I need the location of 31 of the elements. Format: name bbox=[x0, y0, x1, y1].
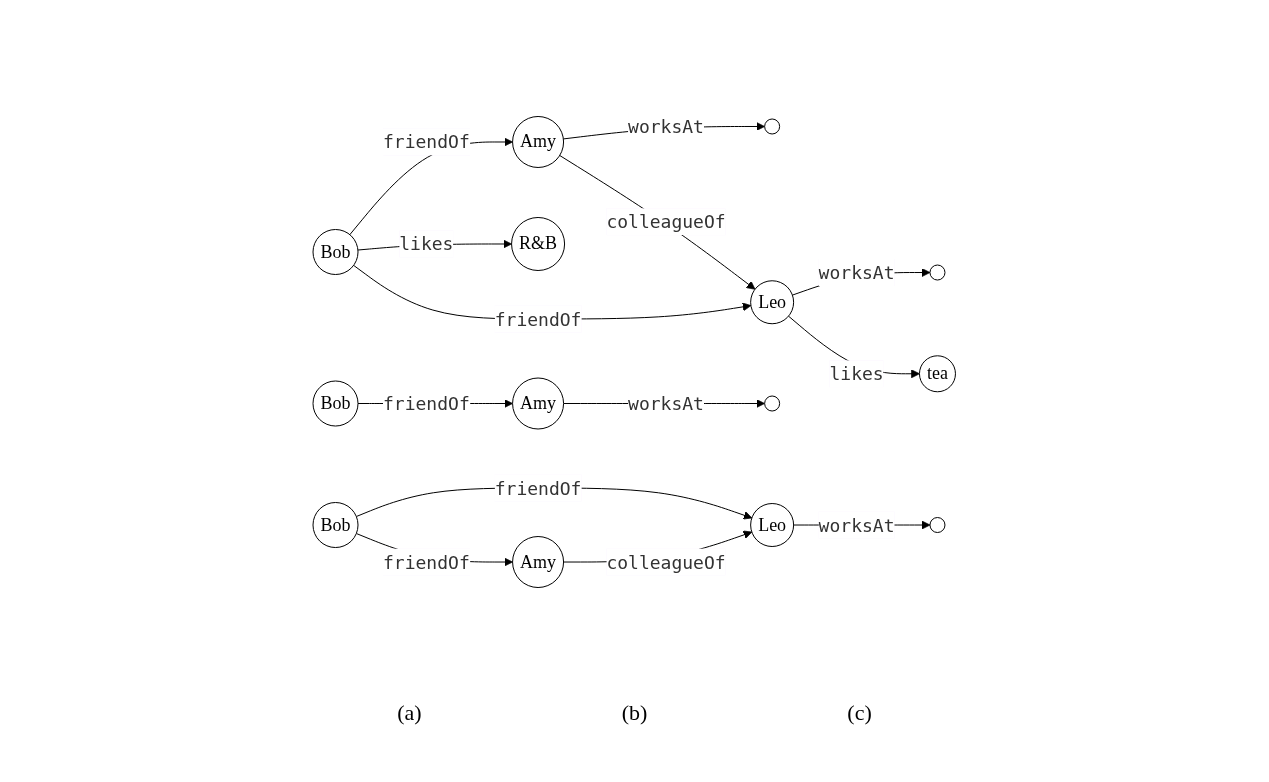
edge-label: worksAt bbox=[818, 261, 895, 283]
subfigure-caption: (a) bbox=[397, 700, 422, 726]
edge-label: likes bbox=[399, 233, 454, 255]
node-circle: Bob bbox=[312, 228, 359, 275]
node-circle: Leo bbox=[750, 280, 795, 324]
node-circle bbox=[929, 264, 946, 281]
edge-label: colleagueOf bbox=[606, 551, 726, 573]
node-circle: Bob bbox=[312, 380, 359, 427]
node-circle: Amy bbox=[512, 535, 565, 588]
edge-label: friendOf bbox=[383, 551, 470, 573]
subfigure-caption: (c) bbox=[847, 700, 872, 726]
edge-label: worksAt bbox=[628, 115, 705, 137]
edge-label: friendOf bbox=[383, 392, 470, 414]
edge-label: friendOf bbox=[494, 308, 582, 330]
node-circle: Amy bbox=[512, 377, 565, 430]
edge-label: worksAt bbox=[628, 392, 705, 414]
node-circle: Bob bbox=[312, 501, 359, 548]
node-circle: R&B bbox=[511, 216, 566, 271]
edge-label: colleagueOf bbox=[606, 210, 726, 232]
arrow bbox=[559, 154, 756, 290]
node-circle: Amy bbox=[512, 115, 565, 168]
subfigure-caption: (b) bbox=[621, 700, 648, 726]
edge-label: friendOf bbox=[383, 131, 470, 153]
edge-label: likes bbox=[829, 363, 884, 385]
node-circle: tea bbox=[919, 355, 957, 392]
edge-label: friendOf bbox=[494, 477, 582, 499]
node-circle: Leo bbox=[750, 502, 795, 547]
node-circle bbox=[764, 118, 781, 135]
node-circle bbox=[764, 395, 781, 412]
node-circle bbox=[929, 516, 946, 533]
edge-label: worksAt bbox=[818, 514, 895, 536]
